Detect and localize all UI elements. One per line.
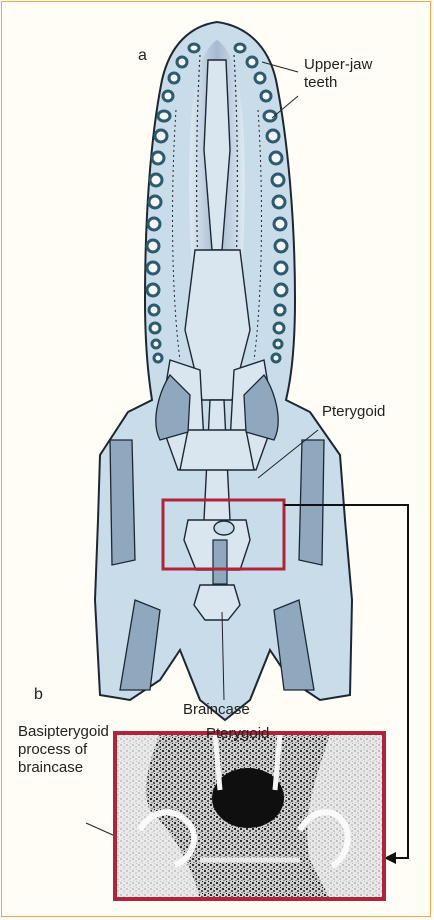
basipterygoid-label: Basipterygoid process of braincase — [18, 723, 109, 777]
braincase-label: Braincase — [183, 701, 250, 719]
photo-inset — [115, 733, 384, 899]
basipterygoid-label-line3: braincase — [18, 759, 109, 777]
upper-jaw-teeth-label: Upper-jaw teeth — [304, 56, 372, 92]
upper-jaw-teeth-label-line2: teeth — [304, 74, 372, 92]
panel-b-label: b — [34, 686, 43, 704]
upper-jaw-teeth-label-line1: Upper-jaw — [304, 56, 372, 74]
pterygoid-label-b: Pterygoid — [206, 725, 269, 743]
basipterygoid-label-line1: Basipterygoid — [18, 723, 109, 741]
pterygoid-label-a: Pterygoid — [322, 403, 385, 421]
basipterygoid-label-line2: process of — [18, 741, 109, 759]
panel-a-label: a — [138, 47, 147, 65]
